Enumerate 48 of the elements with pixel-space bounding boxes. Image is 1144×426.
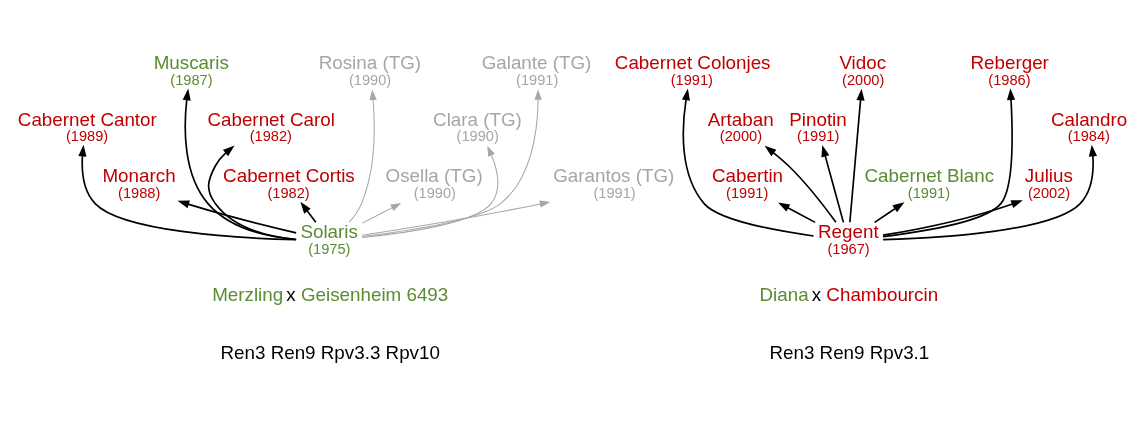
node-text: Cabernet Blanc (1991) xyxy=(864,165,995,201)
arrow xyxy=(78,144,297,241)
node-text: Solaris (1975) xyxy=(300,221,358,257)
arrow xyxy=(361,145,499,238)
node-text: Clara (TG) (1990) xyxy=(433,108,522,145)
arrow xyxy=(681,88,815,237)
node-text: Cabernet Carol (1982) xyxy=(207,108,335,145)
node-text: Galante (TG) (1991) xyxy=(481,52,592,88)
arrow xyxy=(882,88,1016,238)
node-text: Monarch (1988) xyxy=(102,165,176,201)
node-text: Regent (1967) xyxy=(818,221,879,257)
arrow xyxy=(361,200,551,236)
arrow xyxy=(873,202,905,224)
node-text: Vidoc (2000) xyxy=(839,52,887,88)
node-text: Muscaris (1987) xyxy=(153,52,229,88)
arrow xyxy=(177,200,297,234)
arrow xyxy=(882,144,1098,241)
arrow xyxy=(300,201,317,224)
arrow xyxy=(778,202,816,224)
label: x xyxy=(811,284,822,306)
arrow xyxy=(821,145,845,224)
node-text: Pinotin (1991) xyxy=(789,108,847,145)
node-text: Julius (2002) xyxy=(1024,165,1073,201)
node-text: Cabertin (1991) xyxy=(711,165,784,201)
node-text: Calandro (1984) xyxy=(1050,108,1128,145)
arrow xyxy=(882,200,1023,237)
arrow xyxy=(348,89,377,223)
node-text: Cabernet Colonjes (1991) xyxy=(614,52,771,88)
arrow xyxy=(182,88,298,241)
node-text: Garantos (TG) (1991) xyxy=(553,165,675,201)
label: x xyxy=(286,284,296,306)
node-text: Artaban (2000) xyxy=(707,108,774,145)
label: Merzling xyxy=(212,284,284,306)
label: Chambourcin xyxy=(826,284,939,306)
node-text: Reberger (1986) xyxy=(970,52,1049,88)
label: Diana xyxy=(759,284,809,306)
arrow xyxy=(361,203,402,224)
arrow xyxy=(361,89,542,238)
label: Ren3 Ren9 Rpv3.1 xyxy=(769,341,930,363)
label: Geisenheim 6493 xyxy=(300,284,449,306)
arrow xyxy=(764,145,837,224)
node-text: Cabernet Cortis (1982) xyxy=(223,165,355,201)
node-text: Osella (TG) (1990) xyxy=(385,165,483,201)
node-text: Rosina (TG) (1990) xyxy=(318,52,422,88)
label: Ren3 Ren9 Rpv3.3 Rpv10 xyxy=(220,341,440,363)
arrow xyxy=(849,88,865,224)
node-text: Cabernet Cantor (1989) xyxy=(17,108,157,145)
arrow xyxy=(207,145,297,241)
